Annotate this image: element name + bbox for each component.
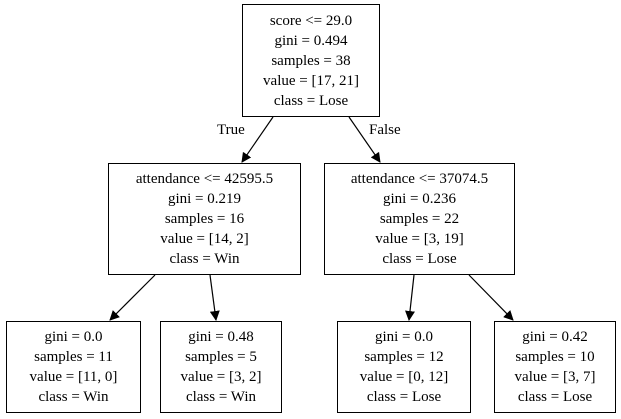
node-gini: gini = 0.219 xyxy=(167,191,242,207)
node-class: class = Lose xyxy=(517,389,593,405)
node-value: value = [3, 2] xyxy=(180,369,262,385)
node-class: class = Lose xyxy=(382,251,457,267)
edge-right-to-leaf-4 xyxy=(468,274,514,321)
edge-left-to-leaf-1 xyxy=(109,274,156,321)
node-value: value = [3, 19] xyxy=(375,231,464,247)
tree-leaf-4: gini = 0.42 samples = 10 value = [3, 7] … xyxy=(494,321,616,413)
node-value: value = [17, 21] xyxy=(263,72,359,89)
edge-label-true: True xyxy=(217,122,245,138)
node-gini: gini = 0.494 xyxy=(274,32,348,49)
node-gini: gini = 0.48 xyxy=(188,329,254,345)
edge-label-false: False xyxy=(369,122,401,138)
tree-node-right: attendance <= 37074.5 gini = 0.236 sampl… xyxy=(324,163,515,275)
tree-node-root: score <= 29.0 gini = 0.494 samples = 38 … xyxy=(242,4,380,117)
node-samples: samples = 11 xyxy=(34,349,113,365)
node-split-rule: score <= 29.0 xyxy=(269,12,353,29)
tree-node-left: attendance <= 42595.5 gini = 0.219 sampl… xyxy=(108,163,301,275)
node-split-rule: attendance <= 42595.5 xyxy=(135,171,274,187)
node-gini: gini = 0.0 xyxy=(374,329,434,345)
node-gini: gini = 0.0 xyxy=(44,329,103,345)
edge-left-to-leaf-2 xyxy=(209,274,220,321)
node-samples: samples = 12 xyxy=(364,349,444,365)
node-samples: samples = 38 xyxy=(271,52,351,69)
edge-root-to-left xyxy=(241,116,274,163)
node-gini: gini = 0.42 xyxy=(522,329,588,345)
node-samples: samples = 5 xyxy=(185,349,257,365)
node-value: value = [11, 0] xyxy=(29,369,118,385)
edge-right-to-leaf-3 xyxy=(405,274,415,321)
tree-leaf-1: gini = 0.0 samples = 11 value = [11, 0] … xyxy=(6,321,141,413)
node-class: class = Win xyxy=(169,251,240,267)
tree-leaf-3: gini = 0.0 samples = 12 value = [0, 12] … xyxy=(337,321,471,413)
node-class: class = Win xyxy=(185,389,257,405)
node-value: value = [14, 2] xyxy=(160,231,249,247)
node-samples: samples = 22 xyxy=(379,211,460,227)
node-samples: samples = 10 xyxy=(515,349,595,365)
node-value: value = [3, 7] xyxy=(514,369,596,385)
node-class: class = Win xyxy=(38,389,109,405)
node-class: class = Lose xyxy=(273,92,349,109)
node-gini: gini = 0.236 xyxy=(382,191,457,207)
node-value: value = [0, 12] xyxy=(359,369,449,385)
node-split-rule: attendance <= 37074.5 xyxy=(350,171,489,187)
tree-leaf-2: gini = 0.48 samples = 5 value = [3, 2] c… xyxy=(160,321,282,413)
node-samples: samples = 16 xyxy=(164,211,245,227)
edge-root-to-right xyxy=(348,116,381,163)
node-class: class = Lose xyxy=(366,389,442,405)
